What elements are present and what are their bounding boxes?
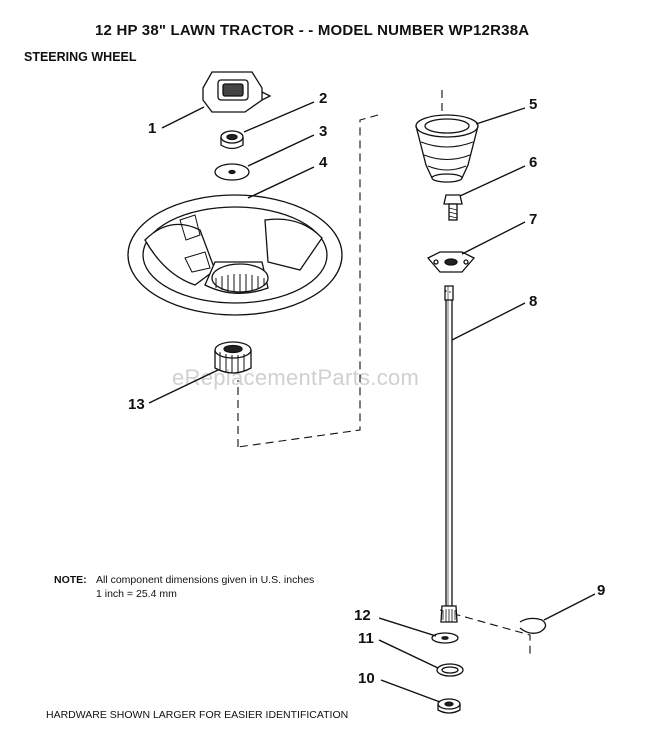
- part-12-washer: [431, 632, 459, 644]
- callout-3: 3: [319, 123, 327, 140]
- part-11-ring: [436, 663, 464, 677]
- diagram-title: 12 HP 38" LAWN TRACTOR - - MODEL NUMBER …: [95, 22, 530, 39]
- callout-9: 9: [597, 582, 605, 599]
- part-8-shaft: [440, 285, 458, 623]
- part-5-bushing: [415, 114, 479, 183]
- callout-8: 8: [529, 293, 537, 310]
- part-7-flange: [426, 251, 476, 273]
- callout-6: 6: [529, 154, 537, 171]
- note-line-2: 1 inch = 25.4 mm: [96, 588, 177, 600]
- callout-4: 4: [319, 154, 328, 171]
- part-3-washer: [214, 163, 250, 181]
- part-4-steering-wheel: [127, 194, 343, 316]
- callout-11: 11: [358, 630, 374, 647]
- note-label: NOTE:: [54, 574, 87, 586]
- part-2-nut: [220, 130, 244, 150]
- part-10-nut: [437, 698, 461, 714]
- footer-note: HARDWARE SHOWN LARGER FOR EASIER IDENTIF…: [46, 709, 349, 721]
- callout-5: 5: [529, 96, 537, 113]
- callout-12: 12: [354, 607, 371, 624]
- callout-1: 1: [148, 120, 156, 137]
- callout-10: 10: [358, 670, 375, 687]
- callout-7: 7: [529, 211, 537, 228]
- part-9-pin: [519, 617, 547, 634]
- part-6-bolt: [443, 194, 463, 221]
- callout-13: 13: [128, 396, 145, 413]
- note-line-1: All component dimensions given in U.S. i…: [96, 574, 315, 586]
- leader-lines: [148, 101, 596, 703]
- watermark: eReplacementParts.com: [172, 365, 420, 390]
- diagram-subtitle: STEERING WHEEL: [24, 50, 137, 64]
- part-13-adapter: [214, 341, 252, 374]
- callout-2: 2: [319, 90, 327, 107]
- part-1-cap: [202, 71, 272, 113]
